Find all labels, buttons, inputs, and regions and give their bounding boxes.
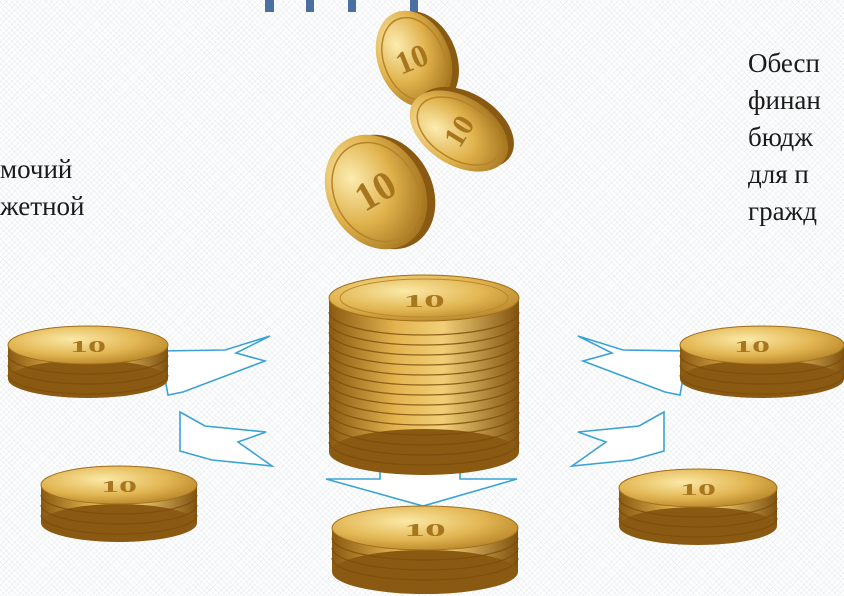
coin-denomination: 10 <box>680 481 716 500</box>
coin-denomination: 10 <box>734 338 770 357</box>
central-coin-stack: 10 <box>329 275 519 475</box>
arrow-to-left-bottom-stack <box>180 412 272 466</box>
left-bottom-coin-stack: 10 <box>41 466 197 542</box>
arrow-to-right-top-stack <box>578 336 688 395</box>
coin-denomination: 10 <box>70 338 106 357</box>
coin-denomination: 10 <box>403 291 445 311</box>
coin-denomination: 10 <box>404 520 446 540</box>
arrow-to-right-bottom-stack <box>572 412 664 466</box>
right-top-coin-stack: 10 <box>680 326 844 398</box>
center-bottom-coin-stack: 10 <box>332 506 518 594</box>
left-top-coin-stack: 10 <box>8 326 168 398</box>
right-bottom-coin-stack: 10 <box>619 469 777 545</box>
arrow-to-left-top-stack <box>160 336 270 395</box>
coin-denomination: 10 <box>101 478 137 497</box>
